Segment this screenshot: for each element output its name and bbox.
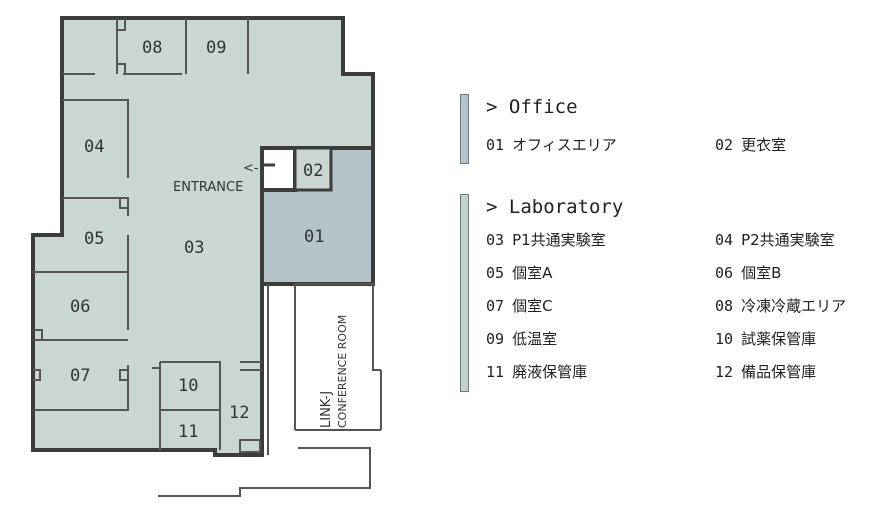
- room-11-label: 11: [178, 422, 198, 442]
- room-06-label: 06: [70, 297, 90, 317]
- laboratory-color-bar: [460, 194, 469, 392]
- room-10-label: 10: [178, 376, 198, 396]
- room-07-label: 07: [70, 366, 90, 386]
- room-12-label: 12: [229, 403, 249, 423]
- legend-office-title: > Office: [486, 96, 578, 118]
- room-04-label: 04: [84, 137, 104, 157]
- room-01-label: 01: [304, 227, 324, 247]
- conference-line2: CONFERENCE ROOM: [336, 315, 349, 428]
- conference-room-label: LINK-J CONFERENCE ROOM: [319, 315, 349, 428]
- room-08-label: 08: [142, 38, 162, 58]
- entrance-label: ENTRANCE: [173, 180, 243, 195]
- office-room-02: [293, 146, 333, 192]
- room-09-label: 09: [206, 38, 226, 58]
- room-03-label: 03: [184, 238, 204, 258]
- entrance-arrow-icon: <-: [243, 161, 259, 176]
- office-color-bar: [460, 94, 469, 164]
- corridor-lines: [158, 283, 382, 497]
- entrance-wall: [260, 163, 275, 190]
- lab-area: [31, 16, 375, 457]
- conference-line1: LINK-J: [319, 391, 334, 428]
- room-02-label: 02: [303, 161, 323, 181]
- legend-laboratory-title: > Laboratory: [486, 196, 624, 218]
- interior-walls: [33, 18, 262, 453]
- room-05-label: 05: [84, 229, 104, 249]
